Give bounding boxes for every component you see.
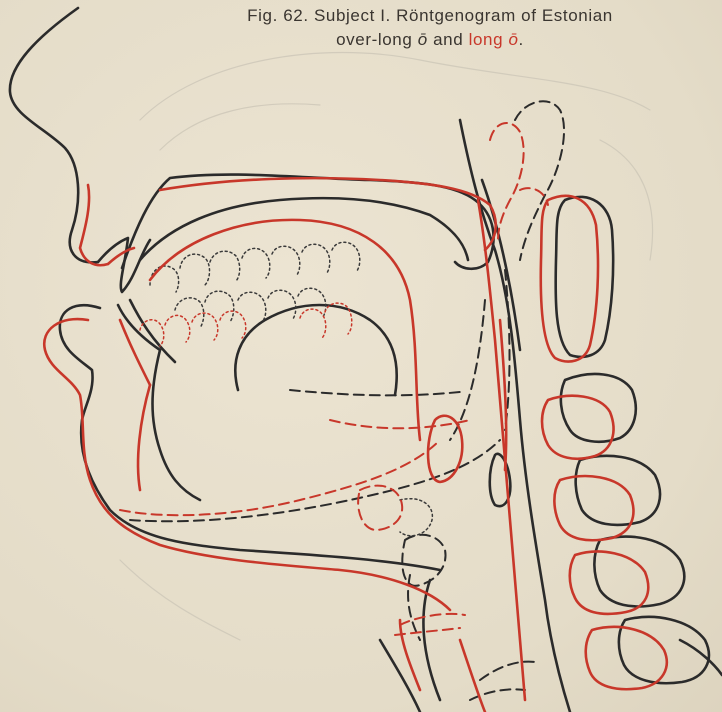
overlong-pharynx-wall <box>460 120 570 712</box>
long-teeth-dotted <box>140 303 352 346</box>
overlong-palate-inner <box>140 198 468 260</box>
overlong-vertebra-2 <box>561 374 636 442</box>
long-upper-lip <box>108 248 134 264</box>
long-contours <box>44 178 667 712</box>
overlong-lower-lip <box>60 305 440 570</box>
long-lower-lip <box>44 319 450 610</box>
overlong-vertebra-4 <box>594 537 684 607</box>
long-vertebra-2 <box>542 396 614 459</box>
overlong-mandible <box>153 350 201 500</box>
long-tongue-lower <box>120 440 440 515</box>
long-face-profile <box>80 185 108 265</box>
overlong-vertebra-1 <box>556 197 614 357</box>
long-vertebra-4 <box>570 552 648 614</box>
long-vertebra-3 <box>554 476 633 540</box>
long-mandible <box>138 385 150 490</box>
overlong-vertebra-3 <box>576 456 660 525</box>
long-vertebra-5 <box>586 627 667 689</box>
overlong-contours <box>10 8 722 712</box>
faint-background-contours <box>120 53 653 641</box>
overlong-tongue <box>235 305 396 395</box>
long-vertebra-1 <box>541 196 598 362</box>
